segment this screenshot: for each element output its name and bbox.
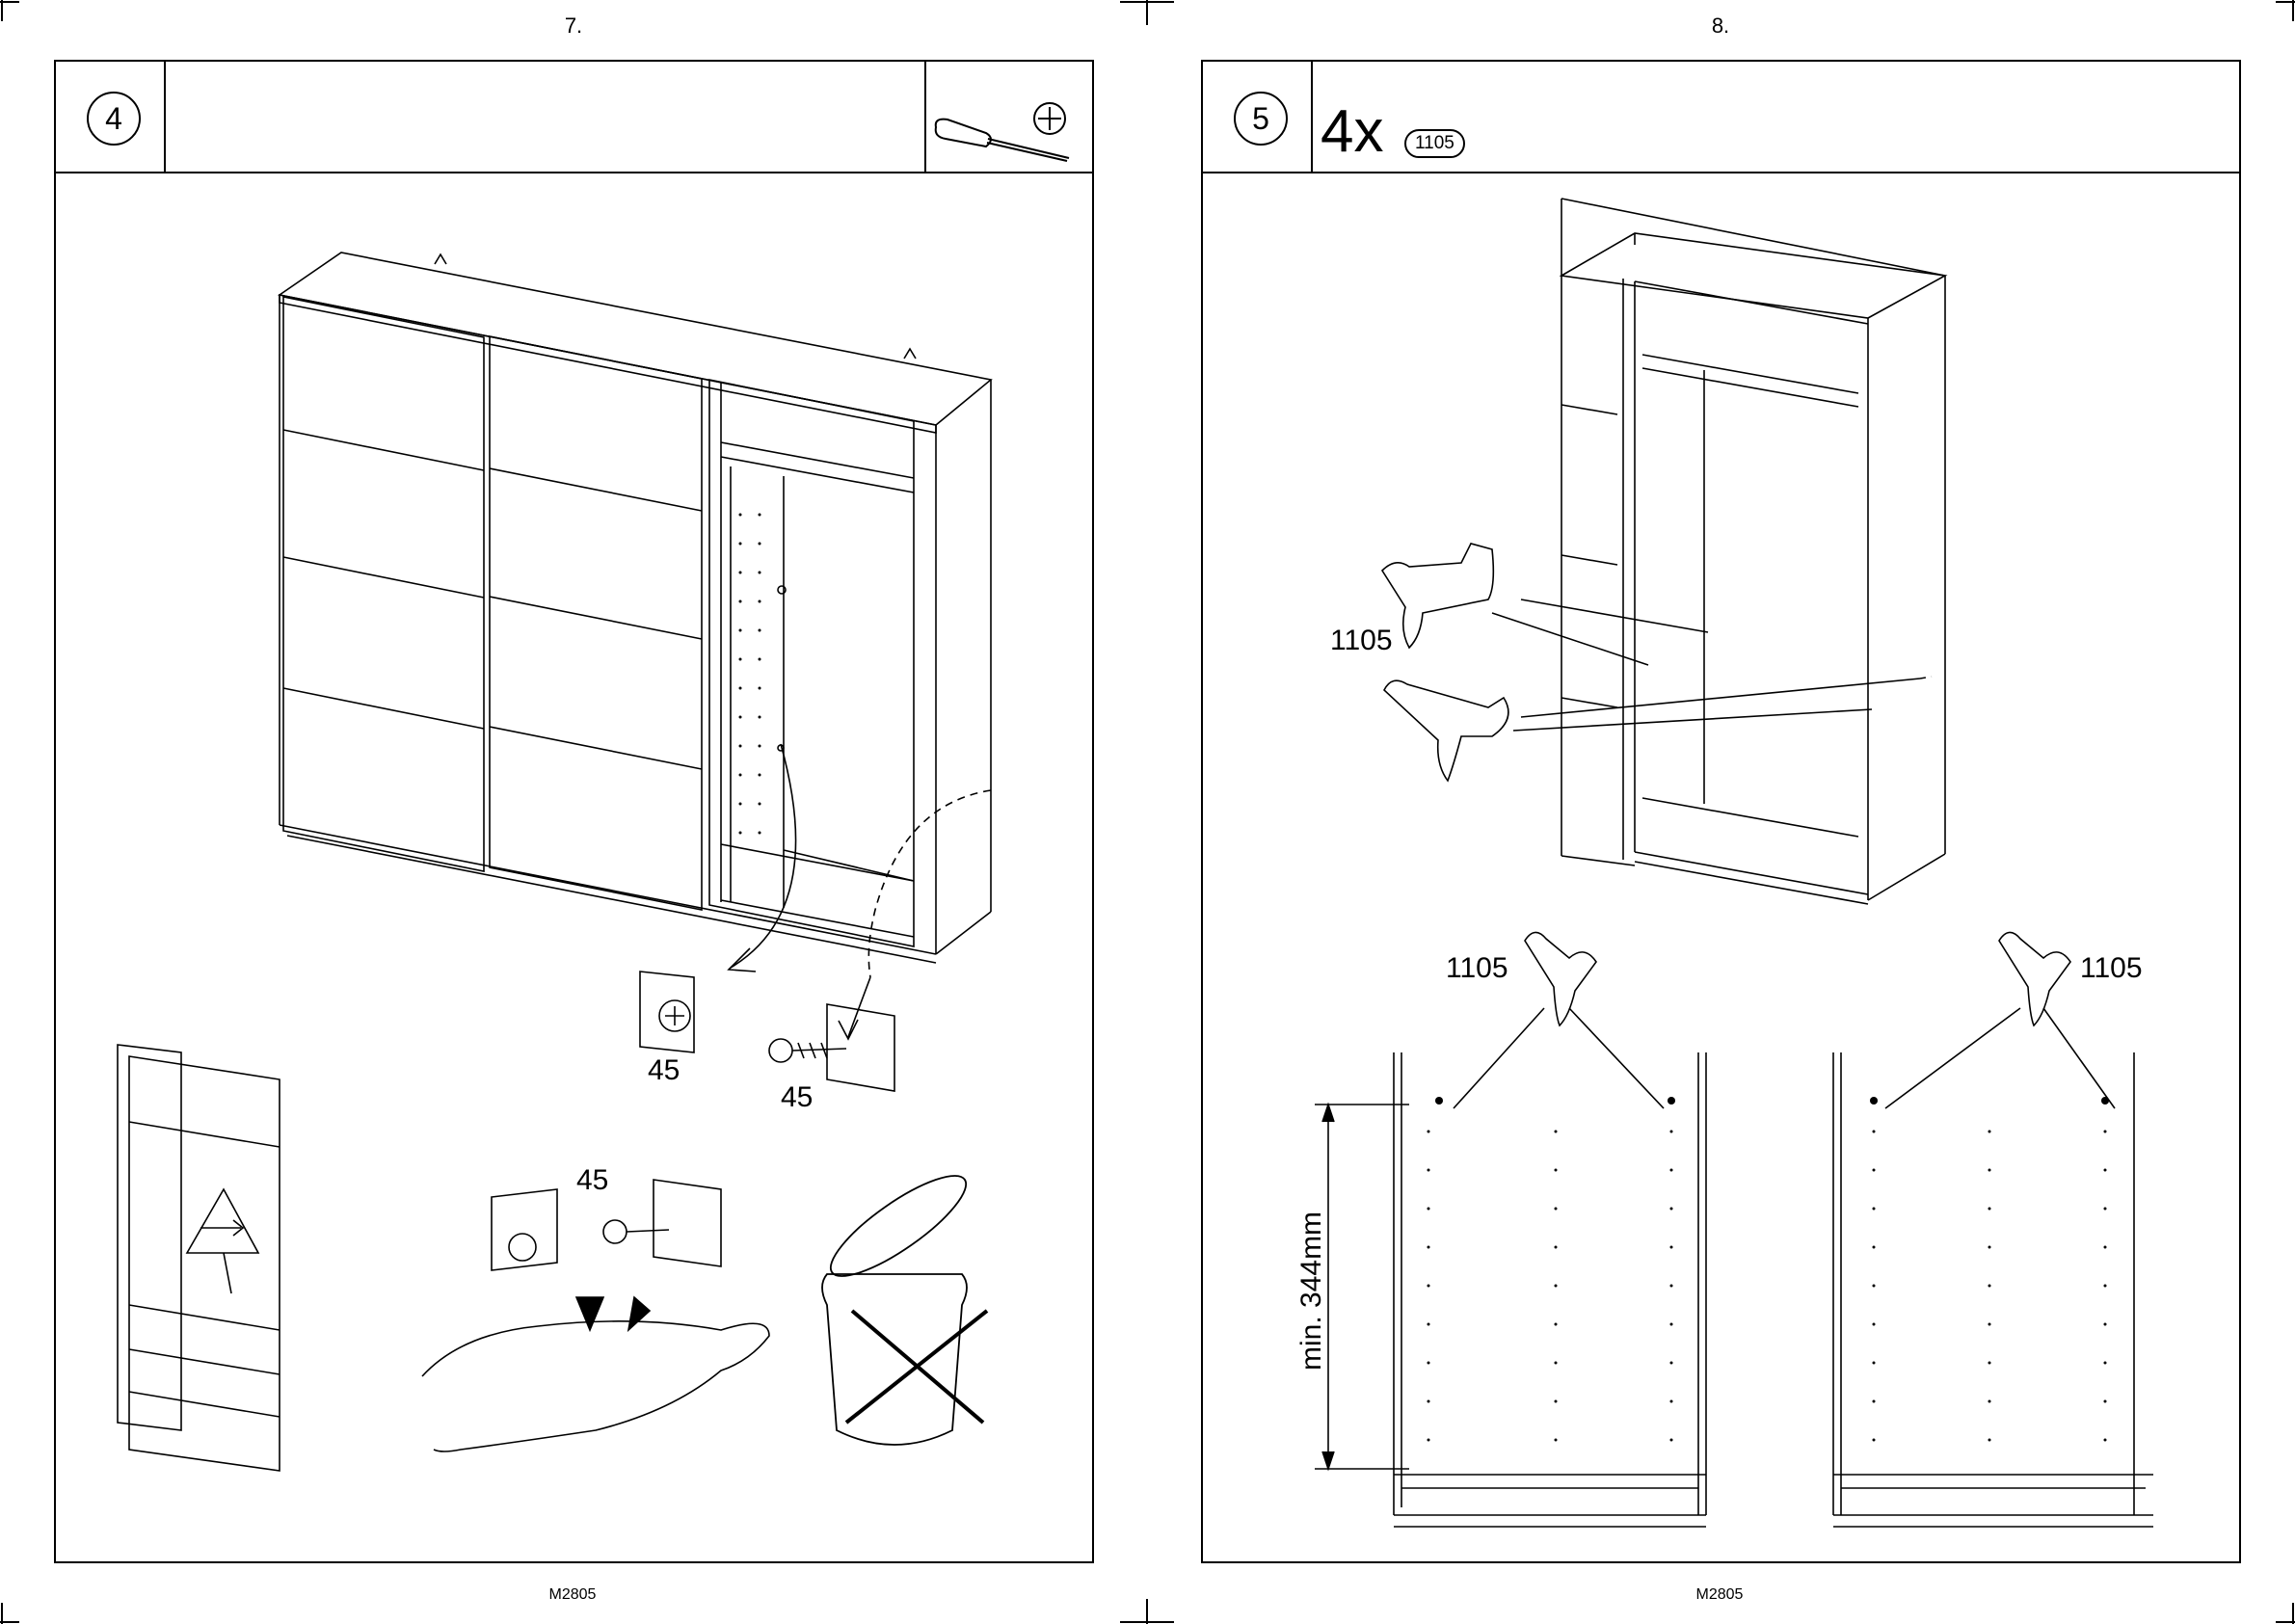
step-5-panel: 5 4x 1105	[1201, 60, 2241, 1563]
cam-fitting-a	[640, 972, 694, 1052]
part-label: 1105	[2080, 952, 2143, 985]
doc-code-left: M2805	[515, 1586, 630, 1604]
wardrobe-drawing	[56, 62, 1096, 1565]
doc-code-right: M2805	[1662, 1586, 1777, 1604]
screw-count-label: 45	[576, 1164, 608, 1197]
left-door	[283, 297, 484, 871]
min-dimension-label: min. 344mm	[1295, 1211, 1328, 1371]
warning-triangle-icon	[187, 1189, 258, 1253]
page-number-left: 7.	[535, 13, 612, 39]
small-wardrobe	[118, 1045, 280, 1471]
part-label: 1105	[1330, 625, 1393, 657]
shelf-holes	[739, 514, 761, 835]
step-4-panel: 4	[54, 60, 1094, 1563]
trash-bin-icon	[818, 1160, 987, 1445]
hand-icon	[422, 1321, 769, 1451]
page-number-right: 8.	[1682, 13, 1759, 39]
shelf-support-drawing	[1203, 62, 2243, 1565]
cam-fitting-c	[492, 1180, 721, 1330]
screw-count-label: 45	[781, 1081, 813, 1114]
middle-door	[490, 336, 702, 910]
cam-fitting-b	[769, 1004, 894, 1091]
part-label: 1105	[1446, 952, 1508, 985]
screw-count-label: 45	[648, 1054, 680, 1087]
